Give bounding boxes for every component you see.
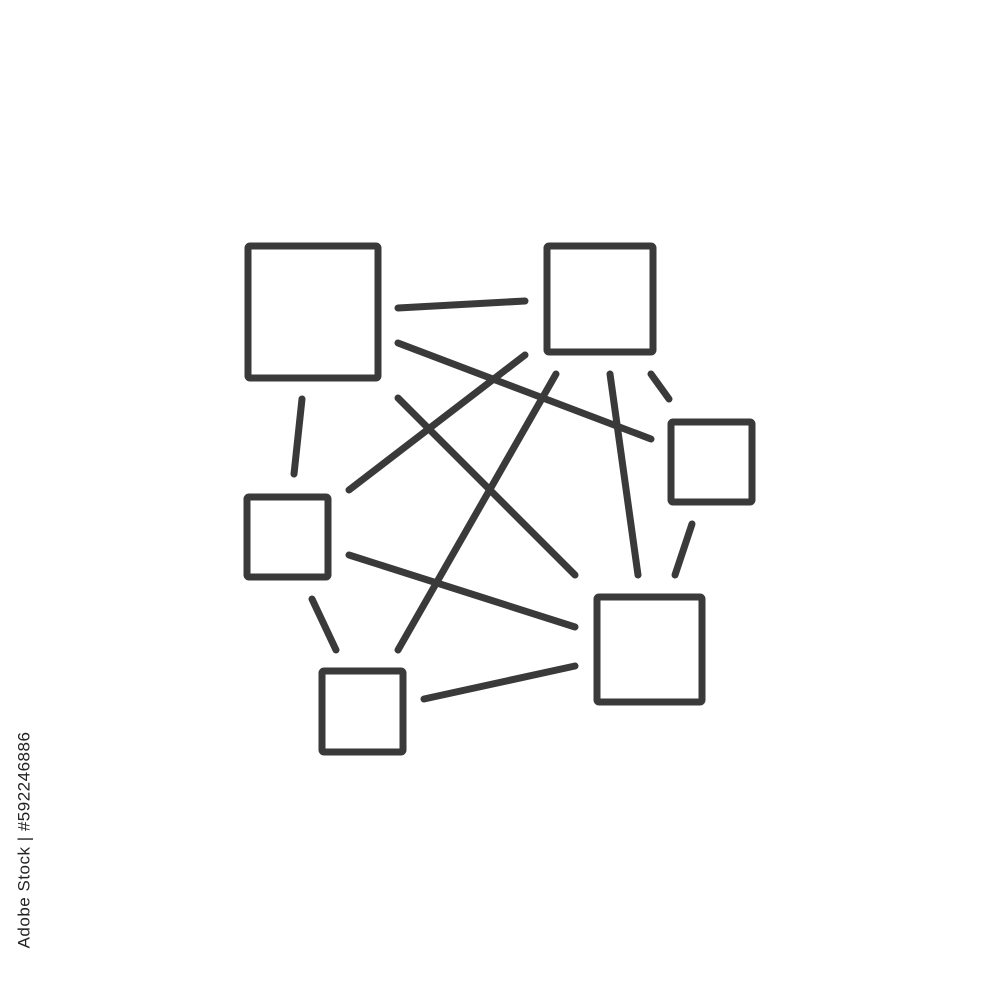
node-top-center bbox=[543, 242, 657, 356]
edge-topcenter-bottomright bbox=[606, 370, 642, 579]
edge-topcenter-right bbox=[647, 370, 673, 403]
edge-middleleft-bottomright bbox=[345, 551, 579, 631]
edge-bottomleft-bottomright bbox=[420, 662, 579, 703]
edge-topleft-topcenter bbox=[394, 297, 529, 312]
edge-topleft-middleleft bbox=[290, 395, 306, 478]
node-top-left bbox=[244, 242, 382, 382]
edge-topleft-bottomright bbox=[394, 394, 579, 579]
edge-topcenter-middleleft bbox=[345, 351, 529, 494]
edges-group bbox=[290, 297, 696, 703]
stock-id-text: Adobe Stock | #592246886 bbox=[14, 731, 33, 949]
node-bottom-left bbox=[318, 667, 407, 756]
edge-topleft-right bbox=[394, 339, 655, 443]
node-middle-left bbox=[243, 493, 332, 581]
node-bottom-right bbox=[593, 593, 706, 706]
stock-watermark: Adobe Stock | #592246886 bbox=[4, 600, 44, 1000]
edge-topcenter-bottomleft bbox=[394, 370, 560, 654]
edge-middleleft-bottomleft bbox=[308, 595, 340, 654]
edge-right-bottomright bbox=[671, 520, 696, 579]
node-right bbox=[667, 418, 756, 506]
nodes-group bbox=[243, 242, 756, 756]
